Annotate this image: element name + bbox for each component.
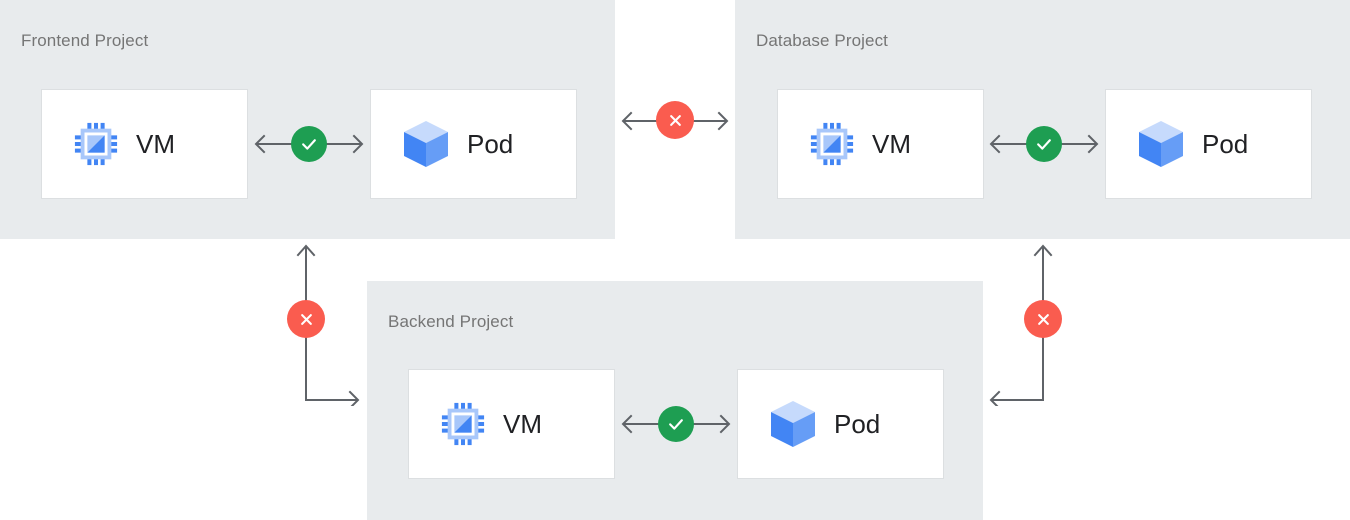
- project-panel-backend: Backend Project VM: [367, 281, 983, 520]
- vm-chip-icon: [73, 121, 119, 167]
- panel-title-frontend: Frontend Project: [21, 31, 149, 50]
- pod-cube-icon: [402, 119, 450, 169]
- connection-database-internal: [983, 118, 1105, 170]
- status-badge-allowed: [658, 406, 694, 442]
- resource-label-vm: VM: [503, 409, 542, 439]
- project-panel-database: Database Project VM: [735, 0, 1350, 239]
- connection-backend-internal: [615, 398, 737, 450]
- panel-title-database: Database Project: [756, 31, 889, 50]
- vm-chip-icon: [440, 401, 486, 447]
- status-badge-blocked: [1024, 300, 1062, 338]
- vm-chip-icon: [809, 121, 855, 167]
- resource-label-pod: Pod: [1202, 129, 1249, 159]
- resource-card-frontend-pod[interactable]: Pod: [370, 89, 577, 199]
- status-badge-blocked: [287, 300, 325, 338]
- resource-card-backend-vm[interactable]: VM: [408, 369, 615, 479]
- panel-title-backend: Backend Project: [388, 312, 514, 331]
- status-badge-allowed: [291, 126, 327, 162]
- pod-cube-icon: [1137, 119, 1185, 169]
- resource-label-pod: Pod: [467, 129, 514, 159]
- resource-label-vm: VM: [136, 129, 175, 159]
- connection-frontend-internal: [248, 118, 370, 170]
- connection-frontend-backend: [286, 236, 368, 410]
- status-badge-blocked: [656, 101, 694, 139]
- connection-frontend-database: [613, 95, 737, 147]
- project-panel-frontend: Frontend Project VM: [0, 0, 615, 239]
- resource-card-database-vm[interactable]: VM: [777, 89, 984, 199]
- resource-card-backend-pod[interactable]: Pod: [737, 369, 944, 479]
- pod-cube-icon: [769, 399, 817, 449]
- resource-card-database-pod[interactable]: Pod: [1105, 89, 1312, 199]
- status-badge-allowed: [1026, 126, 1062, 162]
- resource-label-pod: Pod: [834, 409, 881, 439]
- connection-database-backend: [983, 236, 1065, 410]
- resource-label-vm: VM: [872, 129, 911, 159]
- resource-card-frontend-vm[interactable]: VM: [41, 89, 248, 199]
